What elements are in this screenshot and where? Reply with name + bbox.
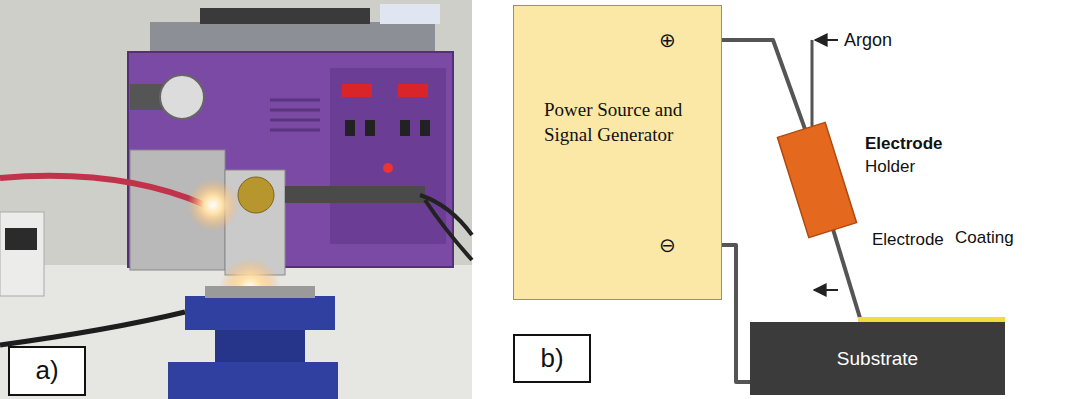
terminal-symbol: ⊖ — [659, 235, 676, 255]
photo-top-device — [150, 22, 435, 54]
photo-wall — [0, 0, 472, 399]
panel-tag: b) — [513, 334, 591, 383]
coating-layer — [858, 317, 1005, 322]
holder-body — [777, 122, 856, 237]
photo-switch — [345, 120, 355, 136]
panel-tag: a) — [8, 346, 86, 396]
wire-stub — [681, 40, 722, 245]
substrate-block: Substrate — [750, 322, 1005, 395]
terminal-symbol: ⊕ — [659, 30, 676, 50]
photo-display — [5, 228, 37, 250]
photo-switch — [420, 120, 430, 136]
photo-vents — [270, 100, 320, 130]
photo-control-panel — [330, 68, 446, 244]
photo-switch — [400, 120, 410, 136]
gas-label: Argon — [844, 31, 892, 49]
photo-cable — [420, 195, 472, 260]
holder-outline — [777, 122, 857, 238]
node-text: b) — [540, 343, 563, 374]
part-label: Electrode — [872, 231, 944, 248]
photo-spark — [187, 179, 239, 231]
photo-switch — [365, 120, 375, 136]
electrode-holder: ElectrodeHolder — [777, 122, 865, 238]
photo-chuck — [238, 177, 274, 213]
photo-power-supply — [0, 212, 44, 296]
photo-lamp — [383, 163, 393, 173]
wire — [722, 40, 805, 130]
electrode-rod — [832, 226, 860, 318]
photo-laptop — [200, 8, 370, 24]
photo-dial — [160, 75, 204, 119]
photo-bag — [380, 4, 440, 24]
photo-vise-base — [168, 362, 338, 399]
part-label: Coating — [955, 229, 1014, 246]
photo-cable — [0, 312, 185, 345]
photo-vise — [215, 330, 305, 362]
photo-red-display — [398, 84, 428, 97]
wire — [722, 245, 750, 382]
node-text: Power Source and Signal Generator — [544, 98, 684, 147]
photo-vise-jaw — [205, 286, 315, 298]
node-text: a) — [35, 355, 58, 386]
travel-arrow — [814, 289, 838, 291]
photo-vise — [185, 296, 335, 330]
node-text: Substrate — [837, 348, 918, 370]
power-source-box: Power Source and Signal Generator — [513, 5, 722, 300]
photo-red-display — [342, 84, 372, 97]
photo-red-cable — [0, 176, 205, 205]
argon-tube — [811, 40, 814, 126]
photo-gun — [285, 186, 425, 203]
gas-arrow — [815, 39, 838, 41]
dashed-lead — [605, 40, 656, 245]
